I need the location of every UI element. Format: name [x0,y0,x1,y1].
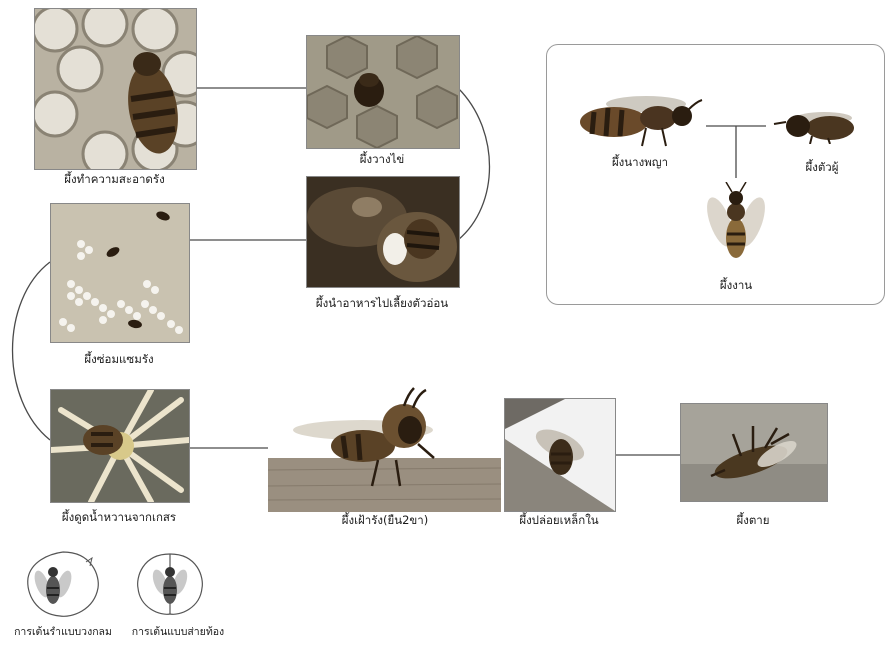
round-dance-diagram [22,548,104,620]
caption-round-dance: การเต้นรำแบบวงกลม [2,625,124,639]
waggle-dance-diagram [130,548,210,620]
photo-drone-bee [772,104,858,144]
caption-drone-bee: ผึ้งตัวผู้ [782,160,862,174]
caption-queen-bee: ผึ้งนางพญา [590,155,690,169]
photo-worker-bee [700,182,772,266]
caption-waggle-dance: การเต้นแบบส่ายท้อง [118,625,238,639]
caption-worker-bee: ผึ้งงาน [696,278,776,292]
photo-queen-bee [576,88,704,148]
